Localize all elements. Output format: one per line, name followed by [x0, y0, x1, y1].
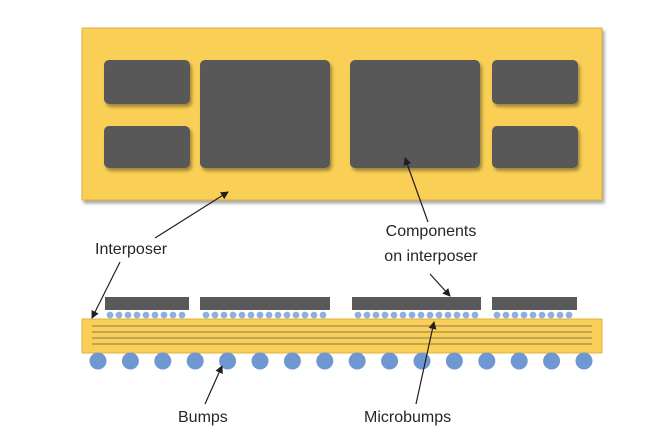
component-top-small-right-lower	[492, 126, 578, 168]
microbump	[520, 311, 528, 319]
bump	[219, 352, 237, 370]
bumps-row	[89, 352, 593, 370]
bump	[251, 352, 269, 370]
microbump	[142, 311, 150, 319]
side-view	[81, 297, 603, 370]
microbump	[310, 311, 318, 319]
microbump	[529, 311, 537, 319]
microbump	[229, 311, 237, 319]
microbump	[178, 311, 186, 319]
microbump	[283, 311, 291, 319]
microbump	[426, 311, 434, 319]
component-side-3	[352, 297, 481, 310]
microbump	[408, 311, 416, 319]
arrows	[91, 157, 451, 405]
interposer-label: Interposer	[95, 241, 168, 258]
bump	[283, 352, 301, 370]
bump	[348, 352, 366, 370]
bumps-label: Bumps	[178, 409, 228, 426]
microbump	[319, 311, 327, 319]
component-top-small-left-upper	[104, 60, 190, 104]
microbump	[462, 311, 470, 319]
microbump	[151, 311, 159, 319]
microbump	[435, 311, 443, 319]
bump	[381, 352, 399, 370]
bump	[89, 352, 107, 370]
interposer-wiring	[92, 325, 592, 345]
microbump	[471, 311, 479, 319]
bump	[121, 352, 139, 370]
bump	[445, 352, 463, 370]
microbump	[417, 311, 425, 319]
bump	[575, 352, 593, 370]
component-top-small-right-upper	[492, 60, 578, 104]
microbump	[502, 311, 510, 319]
microbump	[202, 311, 210, 319]
bump	[478, 352, 496, 370]
microbump	[453, 311, 461, 319]
microbump	[133, 311, 141, 319]
microbump	[160, 311, 168, 319]
microbump	[390, 311, 398, 319]
arrow-microbumps	[415, 321, 437, 405]
microbump	[354, 311, 362, 319]
microbump	[565, 311, 573, 319]
microbump	[511, 311, 519, 319]
component-side-4	[492, 297, 577, 310]
microbump	[381, 311, 389, 319]
arrow-bumps	[204, 365, 223, 405]
microbump	[372, 311, 380, 319]
microbump	[211, 311, 219, 319]
components-label: Components on interposer	[366, 222, 496, 266]
component-top-large-right	[350, 60, 480, 168]
microbump	[301, 311, 309, 319]
arrow-interposer-side	[91, 261, 121, 319]
arrow-components-top	[403, 157, 429, 223]
arrow-interposer-top	[154, 191, 229, 239]
bump	[186, 352, 204, 370]
microbumps-label: Microbumps	[364, 409, 452, 426]
microbump	[124, 311, 132, 319]
bump	[543, 352, 561, 370]
component-top-small-left-lower	[104, 126, 190, 168]
interposer-side-view	[81, 318, 603, 354]
microbump	[274, 311, 282, 319]
microbump	[106, 311, 114, 319]
bump	[316, 352, 334, 370]
microbump	[292, 311, 300, 319]
microbump	[247, 311, 255, 319]
interposer-top-view	[81, 27, 603, 201]
bump	[154, 352, 172, 370]
microbump	[238, 311, 246, 319]
top-view	[81, 27, 603, 201]
components-label-line1: Components	[385, 223, 477, 240]
microbump	[115, 311, 123, 319]
bump	[510, 352, 528, 370]
microbump	[256, 311, 264, 319]
components-label-line2: on interposer	[384, 248, 478, 265]
microbumps-row	[106, 311, 573, 319]
microbump	[363, 311, 371, 319]
arrow-components-side	[429, 273, 451, 297]
component-top-large-left	[200, 60, 330, 168]
microbump	[493, 311, 501, 319]
microbump	[220, 311, 228, 319]
microbump	[444, 311, 452, 319]
component-side-1	[105, 297, 189, 310]
microbump	[556, 311, 564, 319]
microbump	[399, 311, 407, 319]
component-side-2	[200, 297, 330, 310]
microbump	[538, 311, 546, 319]
microbump	[265, 311, 273, 319]
bump	[413, 352, 431, 370]
microbump	[169, 311, 177, 319]
microbump	[547, 311, 555, 319]
